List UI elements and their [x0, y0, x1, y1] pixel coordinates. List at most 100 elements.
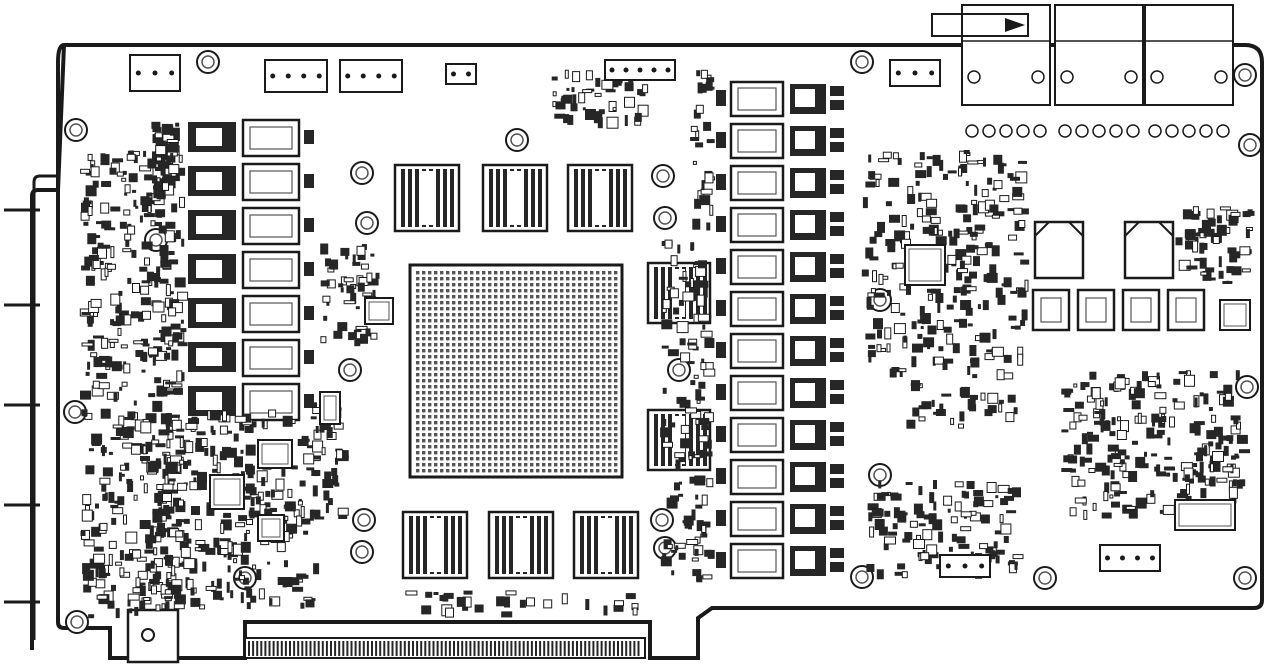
left-power-stage [188, 250, 314, 290]
smd-part [662, 387, 667, 394]
bga-ball [482, 337, 486, 341]
bga-ball [416, 331, 420, 335]
smd-part [1094, 411, 1102, 414]
smd-part [196, 431, 206, 436]
smd-part [990, 550, 996, 560]
bga-ball [452, 337, 456, 341]
smd-part [1236, 434, 1248, 444]
bga-ball [452, 421, 456, 425]
bga-ball [596, 349, 600, 353]
bga-ball [578, 361, 582, 365]
smd-part [874, 231, 883, 238]
bga-ball [464, 421, 468, 425]
smd-part [1178, 371, 1188, 375]
bga-ball [542, 463, 546, 467]
smd-part [81, 202, 90, 213]
smd-part [178, 499, 184, 507]
bga-ball [542, 325, 546, 329]
smd-part [878, 158, 890, 163]
bga-ball [596, 445, 600, 449]
smd-part [1223, 435, 1229, 441]
smd-part [1079, 456, 1085, 467]
smd-part [281, 466, 286, 477]
bga-ball [458, 457, 462, 461]
smd-part [960, 526, 972, 532]
bga-ball [572, 325, 576, 329]
bga-ball [428, 469, 432, 473]
bga-ball [488, 277, 492, 281]
bga-ball [434, 439, 438, 443]
bga-ball [518, 355, 522, 359]
bga-ball [422, 349, 426, 353]
smd-part [370, 253, 375, 257]
smd-part [245, 444, 256, 456]
mounting-hole-inner [355, 545, 369, 559]
smd-part [1178, 259, 1191, 271]
left-power-stages [188, 118, 314, 422]
smd-part [624, 82, 634, 92]
smd-part [127, 593, 140, 601]
smd-part [343, 277, 354, 283]
smd-part [887, 289, 891, 296]
display-port-shell [1054, 4, 1144, 106]
smd-part [180, 546, 191, 558]
smd-part [365, 328, 371, 337]
bga-ball [608, 307, 612, 311]
bga-ball [542, 331, 546, 335]
power-stage-mosfet-pad [795, 299, 815, 317]
smd-part [139, 520, 151, 529]
smd-part [96, 372, 108, 379]
bga-ball [596, 277, 600, 281]
bga-ball [488, 325, 492, 329]
smd-part [876, 492, 885, 500]
bga-ball [602, 451, 606, 455]
header-connector [129, 54, 181, 92]
bga-ball [578, 331, 582, 335]
mounting-hole-inner [68, 405, 82, 419]
smd-part [624, 96, 635, 108]
bga-ball [422, 283, 426, 287]
mounting-hole [338, 358, 362, 382]
smd-part [165, 179, 176, 189]
bga-ball [434, 445, 438, 449]
smd-part [991, 346, 1004, 357]
ic-body [1219, 299, 1251, 331]
smd-part [954, 319, 959, 323]
bga-ball [548, 349, 552, 353]
smd-part [891, 262, 904, 269]
bga-ball [602, 379, 606, 383]
smd-part [155, 134, 166, 146]
bga-ball [416, 451, 420, 455]
left-cap [304, 306, 314, 320]
smd-part [120, 464, 127, 471]
bga-ball [434, 355, 438, 359]
bga-ball [614, 397, 618, 401]
smd-part [353, 329, 357, 339]
bga-ball [482, 373, 486, 377]
mounting-hole-ring [1033, 566, 1057, 590]
power-stage-inner [737, 255, 777, 279]
smd-part [674, 452, 686, 459]
smd-part [949, 236, 958, 246]
smd-part [140, 297, 151, 306]
bga-ball [506, 277, 510, 281]
smd-part [287, 488, 293, 498]
bga-ball [440, 469, 444, 473]
bga-ball [572, 355, 576, 359]
smd-part [166, 347, 172, 351]
bga-ball [488, 445, 492, 449]
bga-ball [590, 403, 594, 407]
bga-ball [554, 403, 558, 407]
power-stage-mosfet-pad [795, 425, 815, 443]
power-stage-inner [737, 381, 777, 405]
bga-ball [590, 271, 594, 275]
mounting-hole-inner [360, 216, 374, 230]
smd-part [1007, 208, 1016, 212]
bga-ball [494, 427, 498, 431]
smd-part [80, 390, 91, 400]
bga-ball [602, 415, 606, 419]
bga-ball [512, 469, 516, 473]
smd-part [697, 82, 703, 94]
smd-part [1083, 509, 1088, 520]
smd-part [1109, 431, 1116, 437]
